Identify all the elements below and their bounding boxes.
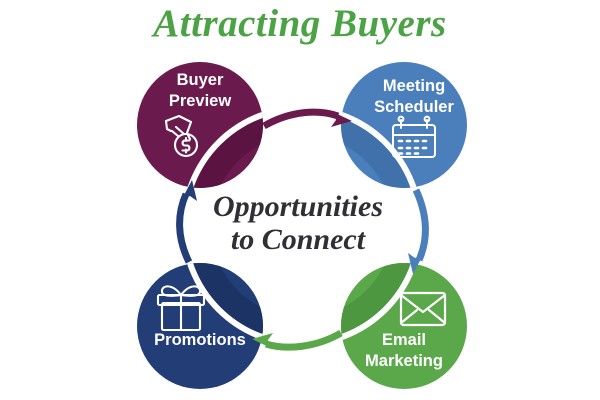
node-meeting-scheduler[interactable]: Meeting Scheduler (184, 62, 467, 344)
node-label-buyer-preview-line2: Preview (169, 92, 232, 110)
cycle-diagram: Buyer Preview Meeting Scheduler (137, 62, 467, 389)
node-buyer-preview[interactable]: Buyer Preview (137, 62, 420, 344)
node-label-promotions-line1: Promotions (154, 331, 246, 349)
node-label-buyer-preview-line1: Buyer (177, 71, 224, 89)
arrow-meeting-to-email (408, 188, 429, 274)
arrow-email-to-promotions (252, 329, 343, 351)
gift-box-icon (156, 285, 206, 332)
center-label-line1: Opportunities (213, 190, 383, 223)
node-label-email-marketing-line1: Email (382, 331, 426, 349)
calendar-icon (392, 115, 436, 158)
arrow-promotions-to-buyer (176, 180, 197, 264)
node-label-email-marketing-line2: Marketing (365, 352, 443, 370)
node-email-marketing[interactable]: Email Marketing (184, 108, 467, 389)
node-promotions[interactable]: Promotions (137, 108, 420, 389)
center-label-line2: to Connect (231, 223, 367, 256)
node-label-meeting-scheduler-line2: Scheduler (374, 98, 454, 116)
envelope-icon (399, 291, 447, 327)
node-label-meeting-scheduler-line1: Meeting (383, 77, 445, 95)
arrow-buyer-to-meeting (262, 108, 352, 130)
page-title: Attracting Buyers (153, 2, 447, 45)
hand-money-icon (164, 114, 199, 158)
